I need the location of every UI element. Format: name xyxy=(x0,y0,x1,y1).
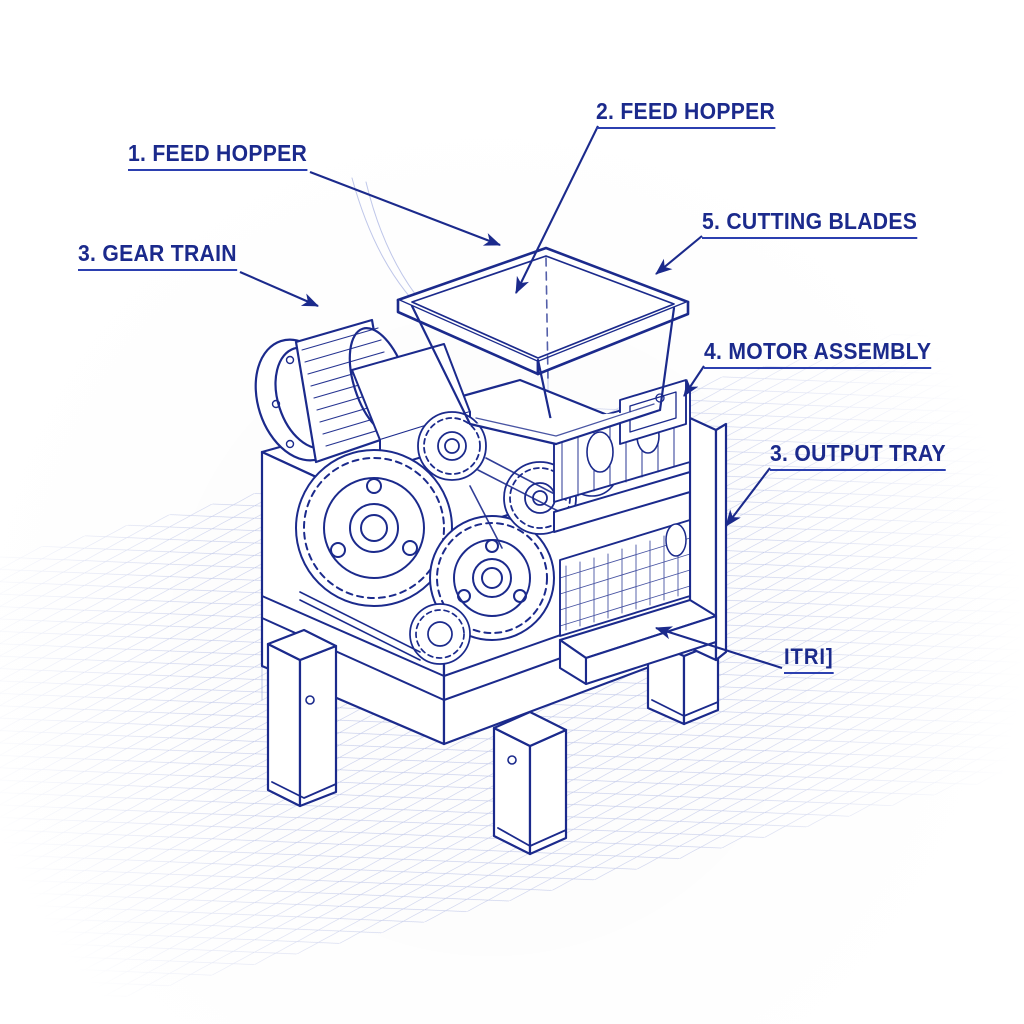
shredder-machine xyxy=(254,177,728,856)
base-feet xyxy=(271,699,719,847)
label-garbled-tag[interactable]: ITRI] xyxy=(784,644,834,674)
leader-output-tray xyxy=(725,467,771,527)
leader-gear-train xyxy=(239,271,319,307)
label-gear-train[interactable]: 3. GEAR TRAIN xyxy=(78,240,237,271)
label-feed-hopper-1[interactable]: 1. FEED HOPPER xyxy=(128,140,308,171)
label-feed-hopper-2[interactable]: 2. FEED HOPPER xyxy=(596,98,776,129)
leader-motor-assembly xyxy=(683,365,705,397)
frame-legs xyxy=(266,416,728,856)
label-cutting-blades[interactable]: 5. CUTTING BLADES xyxy=(702,208,918,239)
label-motor-assembly[interactable]: 4. MOTOR ASSEMBLY xyxy=(704,338,932,369)
label-output-tray[interactable]: 3. OUTPUT TRAY xyxy=(770,440,946,471)
leader-lines xyxy=(239,125,783,670)
leader-garbled-tag xyxy=(654,626,783,670)
leader-cutting-blades xyxy=(655,235,703,275)
leader-feed-hopper-2 xyxy=(515,125,599,294)
leader-feed-hopper-1 xyxy=(309,171,501,246)
feed-hopper-part xyxy=(396,246,690,446)
cutting-blades-part xyxy=(553,389,691,637)
